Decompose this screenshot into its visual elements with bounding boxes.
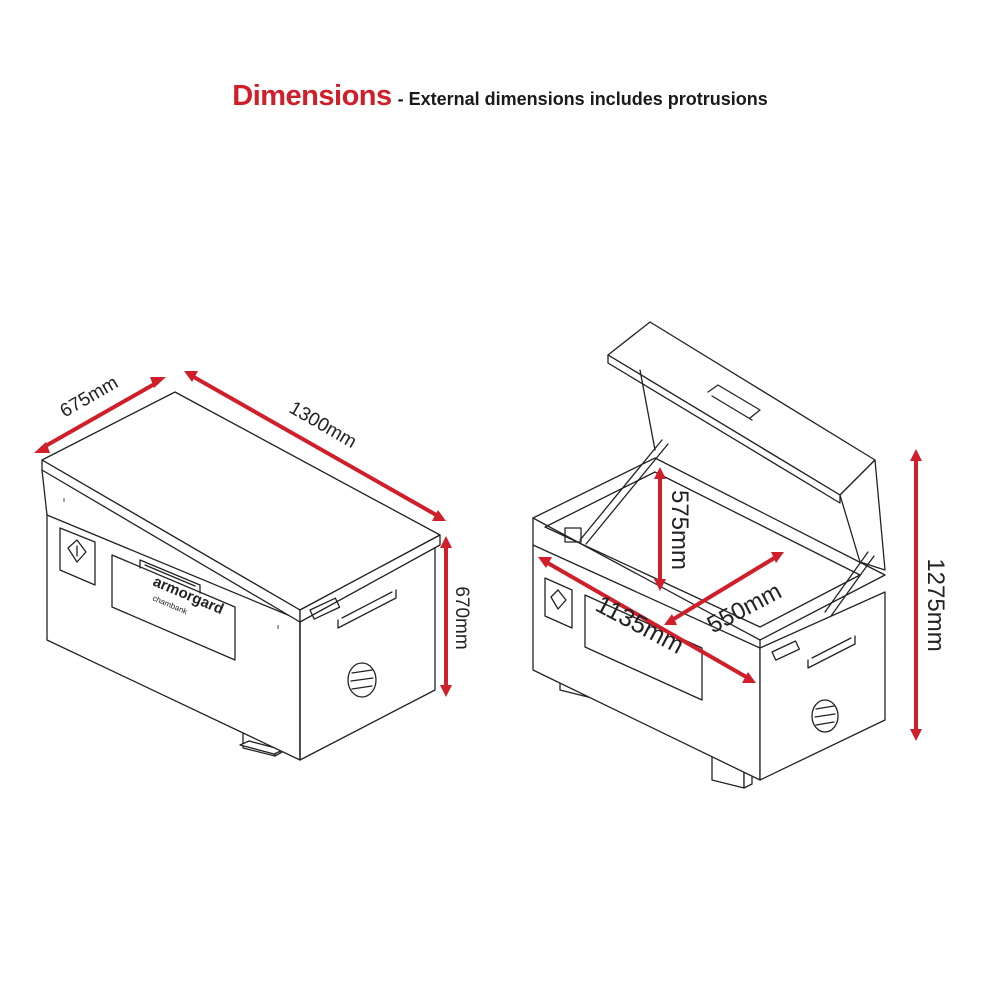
page-title: Dimensions: [232, 80, 392, 112]
depth-label: 675mm: [57, 372, 122, 422]
page-subtitle: - External dimensions includes protrusio…: [397, 89, 768, 109]
height-label: 670mm: [451, 586, 472, 649]
page-header: Dimensions- External dimensions includes…: [0, 80, 1000, 113]
lid-handle: [707, 384, 761, 421]
right-gas-strut: [824, 551, 869, 613]
width-arrow: [184, 371, 446, 521]
open-lock-hasp: [771, 640, 801, 661]
internal-height-arrow: [654, 467, 666, 591]
open-height-arrow: [910, 449, 922, 741]
internal-height-label: 575mm: [666, 490, 693, 570]
closed-box-front-handle: [139, 559, 201, 594]
warning-label: [59, 527, 96, 586]
closed-box-side-vent: [347, 662, 377, 698]
lock-hasp: [309, 597, 341, 620]
open-box-interior: [532, 457, 886, 641]
closed-box-side-handle: [337, 589, 397, 629]
open-site-box-illustration: [532, 321, 886, 789]
open-warning-label: [544, 577, 573, 629]
height-arrow: [440, 536, 452, 697]
open-box-side-handle: [807, 635, 856, 669]
open-box-side-vent: [811, 699, 839, 733]
closed-site-box-illustration: armorgard chambank: [41, 391, 441, 761]
open-box-side-face: [759, 591, 886, 781]
width-label: 1300mm: [285, 398, 360, 453]
depth-arrow: [34, 377, 166, 453]
open-height-label: 1275mm: [922, 558, 949, 651]
internal-width-arrow: [538, 557, 756, 683]
brand-panel: [111, 554, 236, 661]
internal-depth-arrow: [664, 552, 784, 625]
left-gas-strut: [579, 439, 663, 541]
